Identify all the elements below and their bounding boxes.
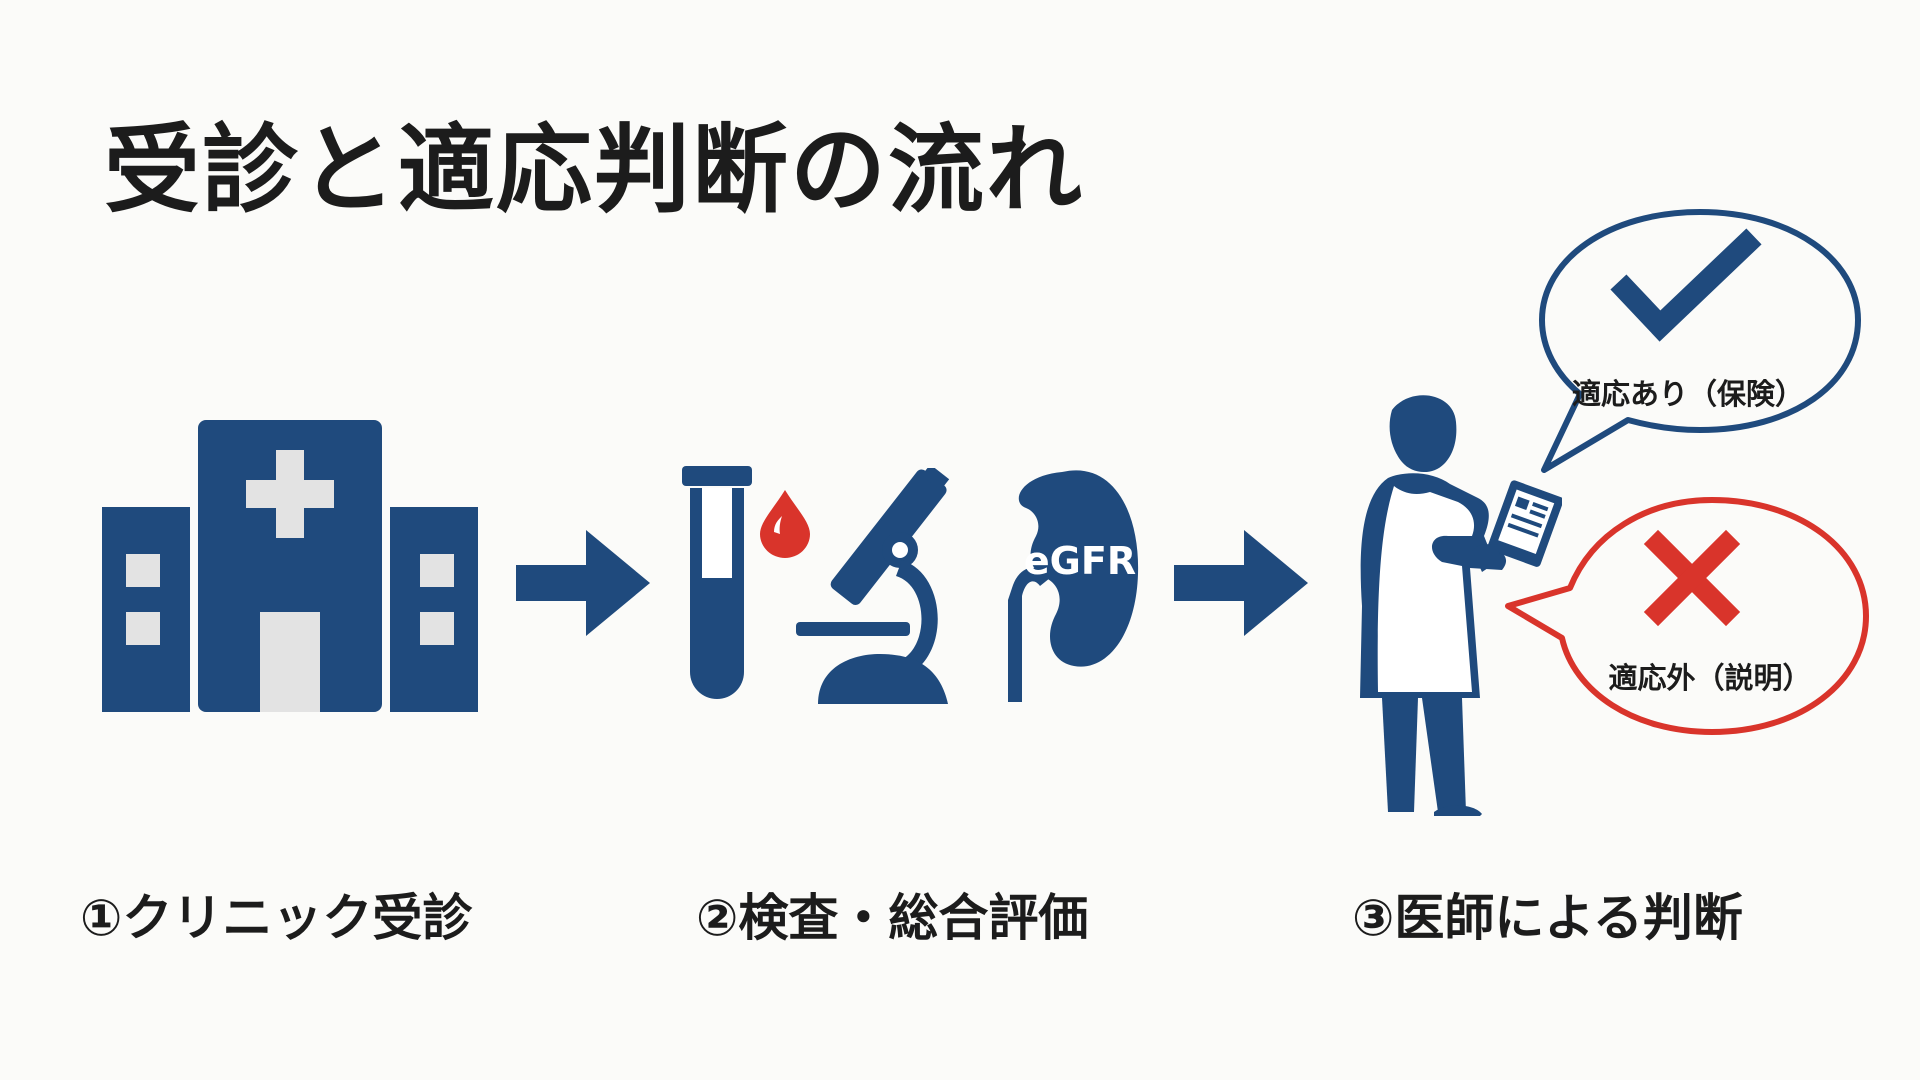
arrow-right-icon (1174, 530, 1308, 636)
doctor-icon (1360, 395, 1562, 816)
approved-label: 適応あり（保険） (1572, 377, 1804, 411)
arrow-right-icon (516, 530, 650, 636)
step-label-doctor-decision: ③医師による判断 (1352, 889, 1743, 947)
page-title: 受診と適応判断の流れ (104, 114, 1084, 226)
cross-icon (1643, 529, 1741, 627)
approved-speech-bubble: 適応あり（保険） (1539, 209, 1861, 473)
check-icon (1610, 228, 1762, 342)
microscope-icon (796, 468, 950, 704)
step-label-examination: ②検査・総合評価 (696, 889, 1089, 947)
kidney-icon: eGFR (1008, 470, 1139, 702)
egfr-label: eGFR (1024, 539, 1136, 583)
test-tube-icon (682, 466, 752, 699)
blood-drop-icon (760, 490, 810, 558)
step-label-clinic-visit: ①クリニック受診 (80, 889, 473, 947)
rejected-label: 適応外（説明） (1608, 661, 1811, 695)
rejected-speech-bubble: 適応外（説明） (1505, 497, 1869, 735)
hospital-icon (102, 420, 478, 712)
